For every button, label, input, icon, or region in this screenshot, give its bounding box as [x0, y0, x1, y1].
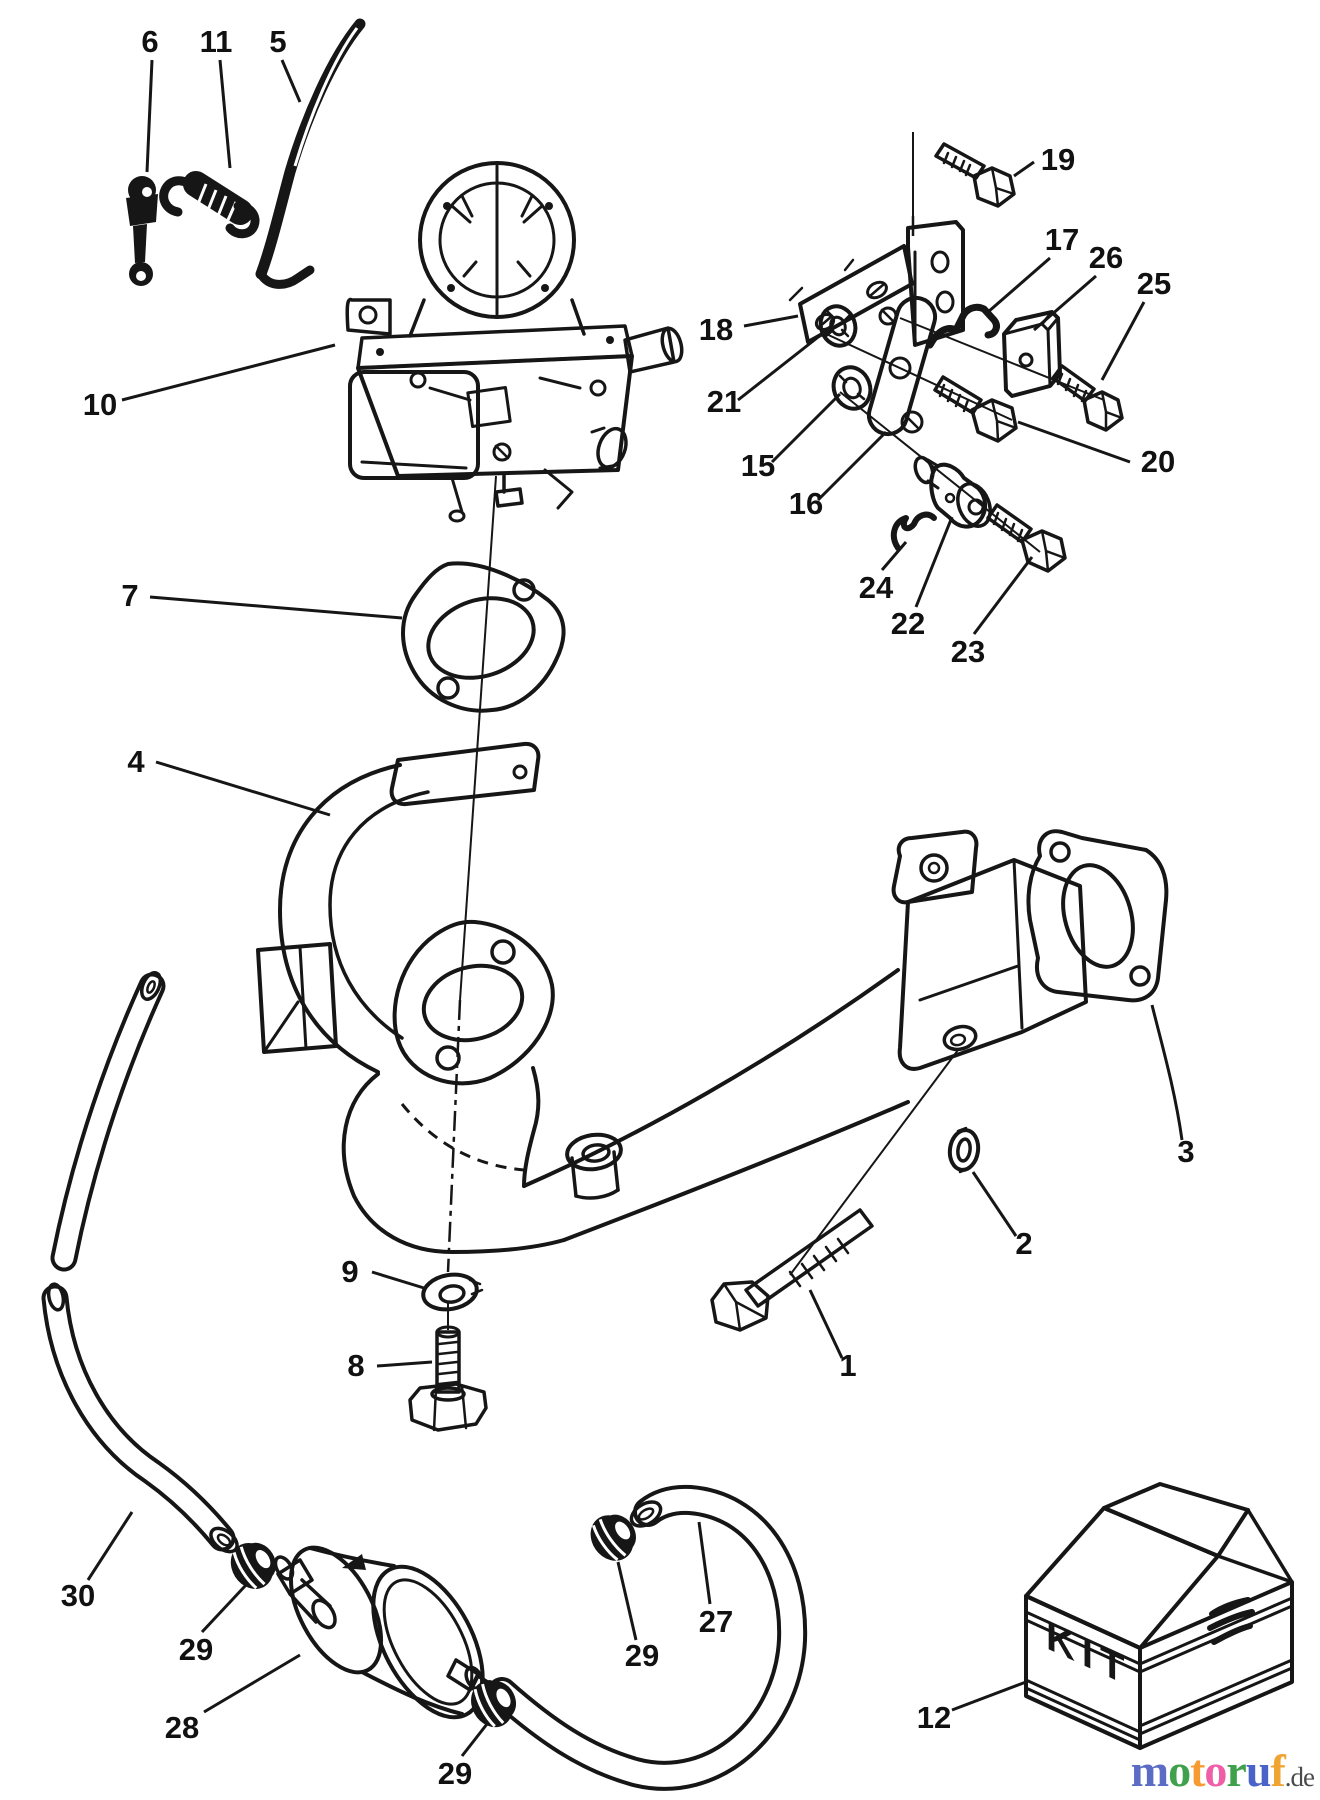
- part-pin-24: [890, 511, 937, 551]
- callout-9: 9: [341, 1254, 358, 1289]
- part-bolt-19: [934, 142, 1016, 208]
- watermark-letter: t: [1190, 1745, 1205, 1796]
- callout-26: 26: [1089, 240, 1123, 275]
- part-bolt-1: [710, 1208, 874, 1332]
- part-spring-11: [159, 171, 260, 239]
- callout-23: 23: [951, 634, 985, 669]
- callout-28: 28: [165, 1710, 199, 1745]
- part-gasket-7: [401, 561, 566, 713]
- part-plate-16: [866, 295, 938, 437]
- callout-16: 16: [789, 486, 823, 521]
- part-carburetor-10: [345, 161, 684, 523]
- callout-5: 5: [269, 24, 286, 59]
- callout-19: 19: [1041, 142, 1075, 177]
- callout-22: 22: [891, 606, 925, 641]
- part-block-26: [1002, 310, 1062, 398]
- watermark-letter: u: [1245, 1745, 1272, 1796]
- callout-17: 17: [1045, 222, 1079, 257]
- callout-24: 24: [859, 570, 894, 605]
- part-washer-15: [831, 365, 873, 411]
- part-bracket-18: [788, 220, 965, 347]
- callout-6: 6: [141, 24, 158, 59]
- callout-27: 27: [699, 1604, 733, 1639]
- part-link-17: [926, 303, 1000, 349]
- callout-7: 7: [121, 578, 138, 613]
- part-clamp-29b: [471, 1680, 517, 1728]
- part-rod-5: [255, 18, 366, 289]
- watermark-letter: m: [1130, 1745, 1169, 1796]
- part-bolt-20: [933, 375, 1018, 443]
- callout-15: 15: [741, 448, 775, 483]
- callout-29c: 29: [625, 1638, 659, 1673]
- callout-30: 30: [61, 1578, 95, 1613]
- part-manifold-4: [256, 741, 1088, 1254]
- callout-29a: 29: [179, 1632, 213, 1667]
- callout-21: 21: [707, 384, 741, 419]
- part-washer-21: [818, 304, 858, 348]
- leader-lines: [86, 59, 1184, 1757]
- part-bolt-23: [986, 503, 1067, 573]
- part-coupler-22: [913, 455, 992, 529]
- part-clamp-29c: [590, 1514, 636, 1561]
- callout-4: 4: [127, 744, 145, 779]
- callout-25: 25: [1137, 266, 1171, 301]
- callout-10: 10: [83, 387, 117, 422]
- watermark-letter: f: [1270, 1745, 1285, 1796]
- watermark-suffix: .de: [1284, 1762, 1315, 1792]
- callout-2: 2: [1015, 1226, 1032, 1261]
- part-washer-2: [947, 1126, 981, 1174]
- centerlines: [446, 132, 1105, 1330]
- callout-labels: 6 11 5 19 10 18 17 26 25 21 15 16 20 24 …: [61, 24, 1195, 1791]
- callout-8: 8: [347, 1348, 364, 1383]
- watermark-letter: o: [1204, 1745, 1227, 1796]
- callout-12: 12: [917, 1700, 951, 1735]
- part-hose-27: [487, 1484, 808, 1791]
- callout-11: 11: [200, 24, 233, 59]
- callout-18: 18: [699, 312, 733, 347]
- part-bolt-8: [408, 1325, 488, 1432]
- kit-box-logo-scribble: [1207, 1597, 1255, 1645]
- part-clamp-29a: [230, 1542, 277, 1590]
- part-gasket-3: [1026, 829, 1169, 1003]
- part-washer-9: [421, 1272, 484, 1312]
- part-kit-box-12: KIT: [1024, 1482, 1294, 1750]
- callout-20: 20: [1141, 444, 1175, 479]
- watermark-letter: r: [1226, 1745, 1246, 1796]
- part-hose-30: [41, 971, 239, 1554]
- part-link-6: [126, 176, 158, 286]
- callout-3: 3: [1177, 1134, 1194, 1169]
- watermark-letter: o: [1168, 1745, 1191, 1796]
- callout-1: 1: [839, 1348, 856, 1383]
- motoruf-watermark: motoruf.de: [1130, 1745, 1315, 1796]
- callout-29b: 29: [438, 1756, 472, 1791]
- part-fuel-filter-28: [273, 1545, 500, 1720]
- part-bolt-25: [1051, 364, 1124, 432]
